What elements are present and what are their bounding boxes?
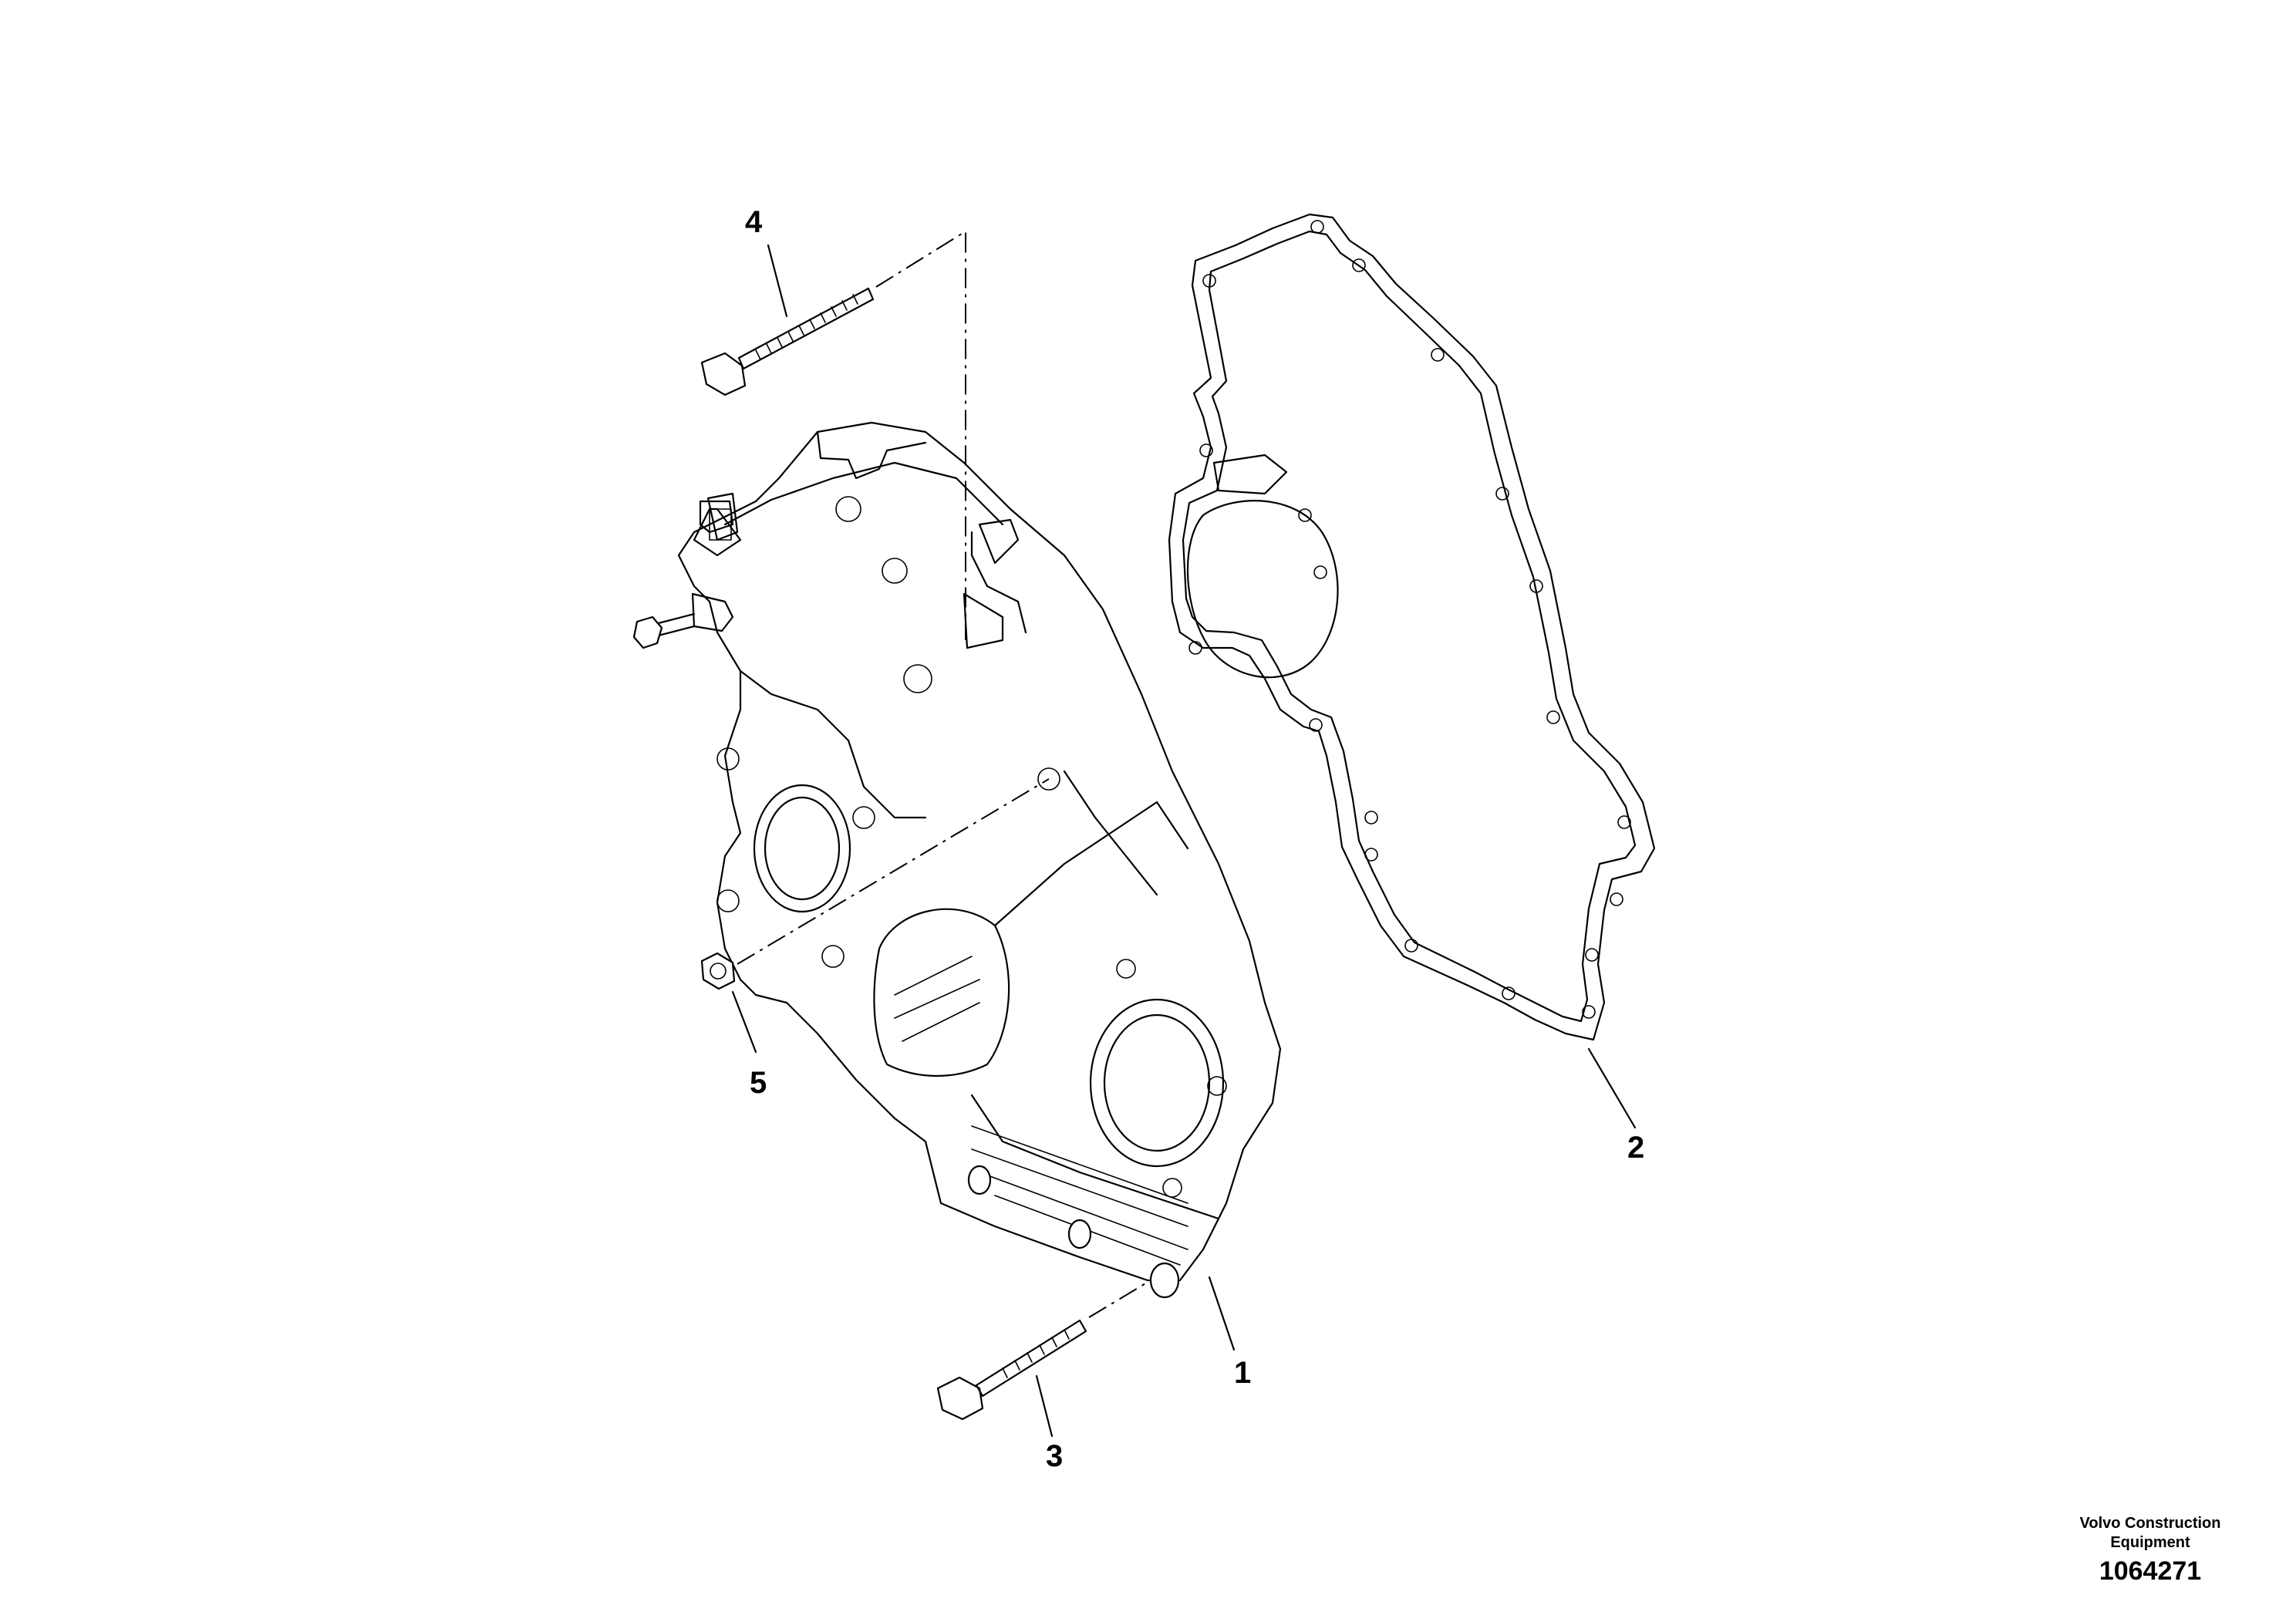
- short-screw-part-3: [936, 1319, 1087, 1421]
- callout-1: 1: [1234, 1356, 1252, 1390]
- nut-part-5: [700, 952, 736, 990]
- callout-3: 3: [1046, 1439, 1064, 1473]
- manufacturer-name-line-1: Volvo Construction: [2079, 1515, 2221, 1532]
- drawing-number: 1064271: [2099, 1556, 2202, 1586]
- long-screw-part-4: [700, 287, 875, 396]
- callout-5: 5: [750, 1066, 767, 1100]
- leader-lines: [731, 244, 1637, 1438]
- gasket-part-2: [1168, 213, 1656, 1041]
- callout-2: 2: [1627, 1131, 1645, 1165]
- manufacturer-name-line-2: Equipment: [2110, 1534, 2190, 1551]
- callout-4: 4: [745, 205, 763, 239]
- alignment-lines: [737, 230, 1151, 1318]
- timing-cover-part-1: [632, 421, 1282, 1299]
